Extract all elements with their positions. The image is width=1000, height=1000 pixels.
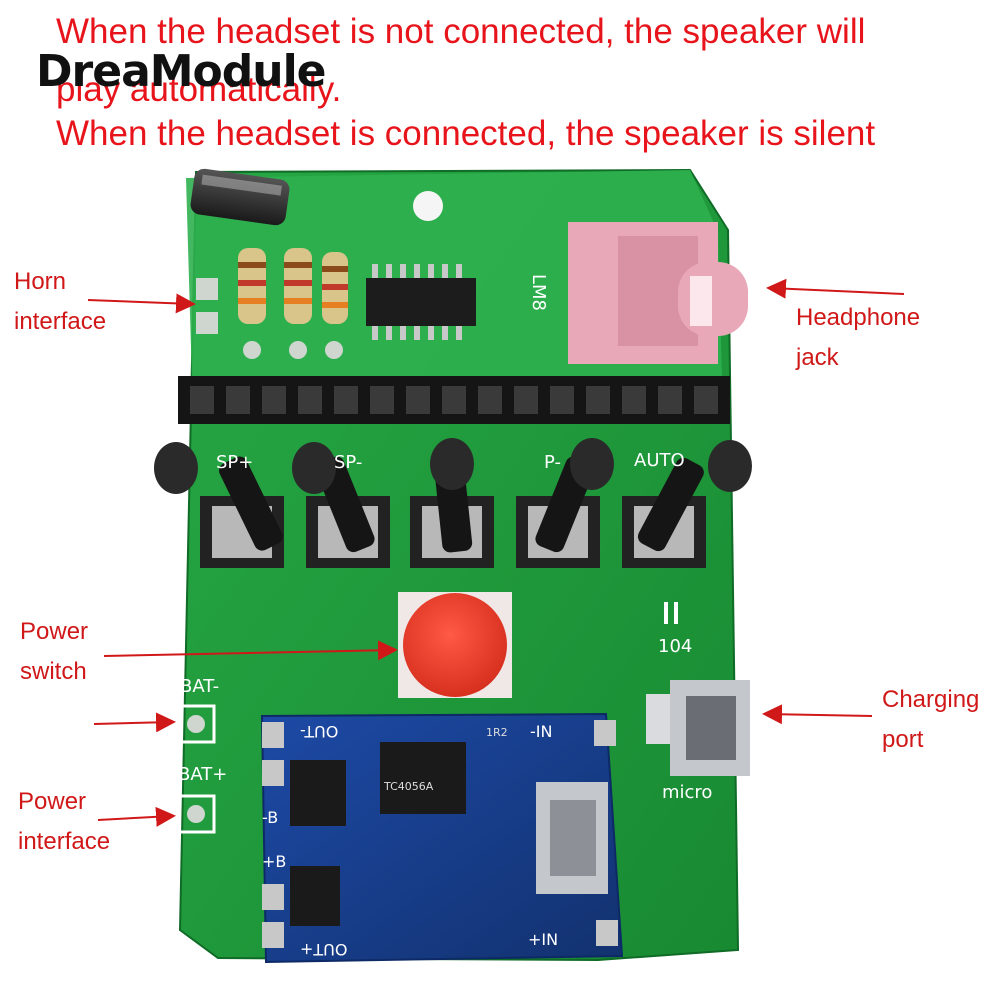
button-sp-minus [292, 442, 390, 568]
amplifier-ic [366, 264, 476, 340]
silk-in-minus: -IN [530, 722, 553, 741]
button-p-minus [516, 438, 614, 568]
tactile-buttons [154, 438, 752, 568]
caption-line-1: When the headset is not connected, the s… [56, 12, 866, 51]
caption-line-2: play automatically. [56, 70, 342, 109]
silk-bat-plus: BAT+ [178, 764, 228, 785]
electrolytic-capacitor [190, 168, 290, 226]
label-headphone-jack: Headphone jack [796, 298, 920, 378]
silk-out-minus: OUT- [300, 722, 339, 741]
pin-header [178, 376, 730, 424]
label-horn-line-1: Horn [14, 268, 67, 295]
label-power-interface-line-2: interface [18, 828, 111, 855]
silk-bat-minus: BAT- [180, 676, 220, 697]
silk-out-plus: OUT+ [300, 940, 348, 959]
silk-r1: 1R2 [486, 726, 508, 739]
ceramic-capacitor [664, 602, 678, 624]
silk-button-sp-minus: SP- [334, 452, 363, 473]
label-horn-line-2: interface [14, 308, 107, 335]
silk-in-plus: +IN [528, 930, 559, 949]
silk-chip: LM8 [528, 273, 550, 312]
silk-micro: micro [662, 782, 713, 803]
headphone-jack [568, 222, 748, 364]
label-charging-line-2: port [882, 726, 924, 753]
caption-line-3: When the headset is connected, the speak… [56, 114, 876, 153]
silk-button-sp-plus: SP+ [216, 452, 254, 473]
charging-module [260, 712, 624, 964]
label-charging-port: Charging port [882, 680, 979, 760]
silk-capacitor-value: 104 [658, 636, 693, 657]
resistors [196, 248, 348, 359]
label-power-switch-line-1: Power [20, 618, 89, 645]
silk-tc-chip: TC4056A [384, 780, 434, 793]
label-power-interface-line-1: Power [18, 788, 87, 815]
label-headphone-line-1: Headphone [796, 304, 921, 331]
power-switch-button [398, 592, 512, 698]
button-middle [410, 438, 494, 568]
label-power-switch-line-2: switch [20, 658, 87, 685]
battery-pads [176, 704, 216, 834]
silk-b-minus: -B [262, 808, 279, 827]
label-power-interface: Power interface [18, 782, 110, 862]
silk-button-p-minus: P- [544, 452, 561, 473]
label-charging-line-1: Charging [882, 686, 980, 713]
silk-b-plus: +B [262, 852, 287, 871]
silk-button-auto: AUTO [634, 450, 685, 471]
brand-logo: DreaModule [36, 46, 327, 97]
button-auto [622, 440, 752, 568]
label-headphone-line-2: jack [796, 344, 839, 371]
charging-port [646, 680, 750, 776]
label-horn-interface: Horn interface [14, 262, 106, 342]
button-sp-plus [154, 442, 284, 568]
label-power-switch: Power switch [20, 612, 88, 692]
